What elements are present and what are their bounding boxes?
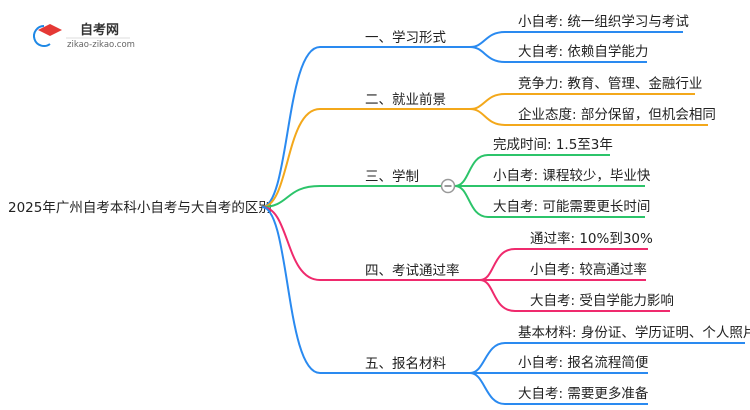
child-label[interactable]: 大自考: 需要更多准备 bbox=[518, 385, 649, 402]
graduation-cap-icon bbox=[38, 24, 62, 36]
child-label[interactable]: 完成时间: 1.5至3年 bbox=[493, 137, 613, 153]
branch-label[interactable]: 三、学制 bbox=[365, 169, 419, 185]
logo-ring-icon bbox=[33, 25, 51, 47]
branch-4: 四、考试通过率 通过率: 10%到30% 小自考: 较高通过率 大自考: 受自学… bbox=[261, 206, 674, 312]
child-label[interactable]: 基本材料: 身份证、学历证明、个人照片 bbox=[518, 324, 750, 341]
child-label[interactable]: 企业态度: 部分保留，但机会相同 bbox=[518, 106, 716, 123]
branch-3: 三、学制 完成时间: 1.5至3年 小自考: 课程较少，毕业快 大自考: 可能需… bbox=[261, 137, 651, 218]
child-label[interactable]: 大自考: 可能需要更长时间 bbox=[493, 199, 650, 215]
child-label[interactable]: 小自考: 较高通过率 bbox=[530, 261, 647, 278]
branch-label[interactable]: 四、考试通过率 bbox=[365, 262, 460, 279]
branch-label[interactable]: 二、就业前景 bbox=[365, 91, 446, 108]
logo-title: 自考网 bbox=[80, 22, 119, 38]
child-label[interactable]: 竞争力: 教育、管理、金融行业 bbox=[518, 75, 702, 92]
root-topic[interactable]: 2025年广州自考本科小自考与大自考的区别 bbox=[8, 200, 272, 216]
branch-label[interactable]: 一、学习形式 bbox=[365, 30, 446, 46]
branch-1: 一、学习形式 小自考: 统一组织学习与考试 大自考: 依赖自学能力 bbox=[261, 14, 689, 208]
branch-2: 二、就业前景 竞争力: 教育、管理、金融行业 企业态度: 部分保留，但机会相同 bbox=[261, 75, 716, 208]
child-label[interactable]: 小自考: 课程较少，毕业快 bbox=[493, 168, 651, 184]
logo: 自考网 zikao-zikao.com bbox=[33, 22, 135, 50]
child-label[interactable]: 大自考: 依赖自学能力 bbox=[518, 44, 648, 60]
child-label[interactable]: 大自考: 受自学能力影响 bbox=[530, 293, 674, 309]
logo-subtitle: zikao-zikao.com bbox=[67, 40, 135, 50]
child-label[interactable]: 小自考: 统一组织学习与考试 bbox=[518, 14, 689, 30]
collapse-toggle-icon[interactable] bbox=[440, 178, 456, 194]
child-label[interactable]: 小自考: 报名流程简便 bbox=[518, 354, 649, 371]
branch-label[interactable]: 五、报名材料 bbox=[365, 356, 446, 372]
branch-5: 五、报名材料 基本材料: 身份证、学历证明、个人照片 小自考: 报名流程简便 大… bbox=[261, 206, 750, 405]
child-label[interactable]: 通过率: 10%到30% bbox=[530, 230, 653, 247]
